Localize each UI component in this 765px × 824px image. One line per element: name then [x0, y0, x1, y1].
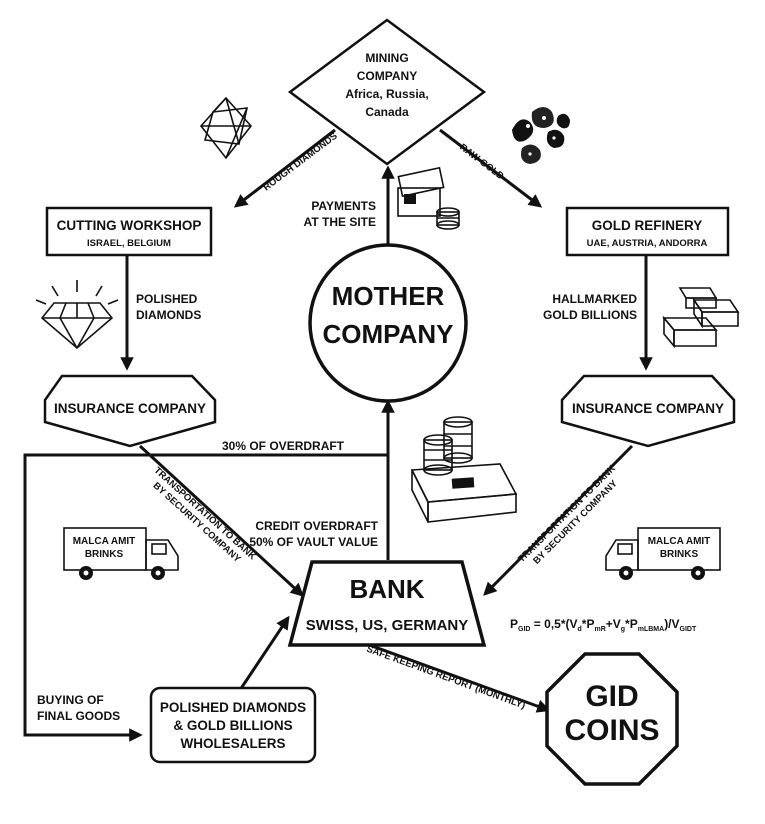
svg-text:MALCA AMIT: MALCA AMIT: [648, 536, 711, 547]
edge-mining-to-refinery: [439, 128, 543, 208]
node-insurance-right: INSURANCE COMPANY: [560, 374, 736, 448]
svg-text:INSURANCE COMPANY: INSURANCE COMPANY: [54, 401, 206, 416]
connectors: [23, 128, 653, 742]
gold-bars-icon: [662, 287, 740, 349]
svg-text:UAE, AUSTRIA, ANDORRA: UAE, AUSTRIA, ANDORRA: [587, 238, 708, 249]
svg-text:MOTHER: MOTHER: [332, 281, 445, 311]
label-overdraft-30: 30% OF OVERDRAFT: [222, 439, 345, 453]
svg-text:COMPANY: COMPANY: [357, 69, 417, 83]
label-transport-left: TRANSPORTATION TO BANK BY SECURITY COMPA…: [151, 465, 258, 565]
svg-text:BY SECURITY COMPANY: BY SECURITY COMPANY: [151, 480, 244, 565]
svg-text:COINS: COINS: [564, 714, 659, 747]
svg-text:MINING: MINING: [365, 51, 408, 65]
node-mining-company: MINING COMPANY Africa, Russia, Canada: [287, 18, 487, 166]
svg-text:ISRAEL, BELGIUM: ISRAEL, BELGIUM: [87, 238, 171, 249]
svg-text:WHOLESALERS: WHOLESALERS: [180, 736, 285, 751]
svg-text:GOLD REFINERY: GOLD REFINERY: [592, 218, 703, 233]
svg-text:TRANSPORTATION TO BANK: TRANSPORTATION TO BANK: [152, 465, 258, 562]
label-raw-gold: RAW GOLD: [457, 142, 505, 182]
svg-text:Africa, Russia,: Africa, Russia,: [345, 87, 428, 101]
svg-text:MALCA AMIT: MALCA AMIT: [73, 536, 136, 547]
label-transport-right: TRANSPORTATION TO BANK BY SECURITY COMPA…: [516, 463, 620, 567]
edge-insurance-left-to-bank: [138, 444, 304, 597]
cut-diamond-icon: [35, 280, 119, 350]
edge-bank-to-gid: [371, 644, 551, 713]
node-insurance-left: INSURANCE COMPANY: [43, 374, 217, 448]
edge-wholesalers-to-bank: [238, 615, 290, 691]
money-stack-icon: [410, 416, 518, 523]
label-polished-1: POLISHED: [136, 292, 198, 306]
label-polished-2: DIAMONDS: [136, 308, 201, 322]
octahedron-diamond-icon: [199, 96, 253, 160]
node-mother-company: MOTHER COMPANY: [308, 243, 468, 403]
node-wholesalers: POLISHED DIAMONDS & GOLD BILLIONS WHOLES…: [149, 686, 317, 764]
svg-text:INSURANCE COMPANY: INSURANCE COMPANY: [572, 401, 724, 416]
label-hallmarked-2: GOLD BILLIONS: [543, 308, 637, 322]
truck-icon-left: MALCA AMIT BRINKS: [63, 527, 179, 580]
node-bank: BANK SWISS, US, GERMANY: [287, 560, 487, 647]
svg-text:BRINKS: BRINKS: [85, 549, 124, 560]
label-safe-keeping: SAFE KEEPING REPORT (MONTHLY): [365, 644, 527, 712]
svg-text:CUTTING WORKSHOP: CUTTING WORKSHOP: [57, 218, 202, 233]
svg-text:GID: GID: [585, 680, 638, 713]
svg-text:& GOLD BILLIONS: & GOLD BILLIONS: [173, 718, 292, 733]
svg-text:SWISS, US, GERMANY: SWISS, US, GERMANY: [306, 617, 469, 634]
svg-text:BANK: BANK: [349, 574, 424, 604]
svg-text:POLISHED DIAMONDS: POLISHED DIAMONDS: [160, 700, 306, 715]
label-payments-1: PAYMENTS: [311, 199, 376, 213]
label-credit-2: 50% OF VAULT VALUE: [249, 535, 378, 549]
formula-pgid: PGID = 0,5*(Vd*PmR+Vg*PmLBMA)/VGIDT: [510, 617, 697, 633]
svg-text:BRINKS: BRINKS: [660, 549, 699, 560]
edge-overdraft-to-wholesalers: [23, 453, 388, 742]
svg-text:Canada: Canada: [365, 105, 409, 119]
label-rough-diamonds: ROUGH DIAMONDS: [261, 131, 339, 194]
svg-text:TRANSPORTATION TO BANK: TRANSPORTATION TO BANK: [516, 463, 618, 565]
gold-nuggets-icon: [512, 107, 570, 164]
label-payments-2: AT THE SITE: [304, 215, 376, 229]
label-buying-2: FINAL GOODS: [37, 709, 120, 723]
label-buying-1: BUYING OF: [37, 693, 104, 707]
money-payment-icon: [397, 166, 460, 230]
node-gid-coins: GID COINS: [545, 652, 679, 786]
svg-text:COMPANY: COMPANY: [323, 319, 454, 349]
label-hallmarked-1: HALLMARKED: [552, 292, 637, 306]
node-gold-refinery: GOLD REFINERY UAE, AUSTRIA, ANDORRA: [565, 206, 730, 257]
edge-insurance-right-to-bank: [483, 444, 634, 596]
edge-mining-to-cutting: [233, 128, 336, 208]
label-credit-1: CREDIT OVERDRAFT: [255, 519, 378, 533]
node-cutting-workshop: CUTTING WORKSHOP ISRAEL, BELGIUM: [45, 206, 213, 257]
truck-icon-right: MALCA AMIT BRINKS: [605, 527, 721, 580]
